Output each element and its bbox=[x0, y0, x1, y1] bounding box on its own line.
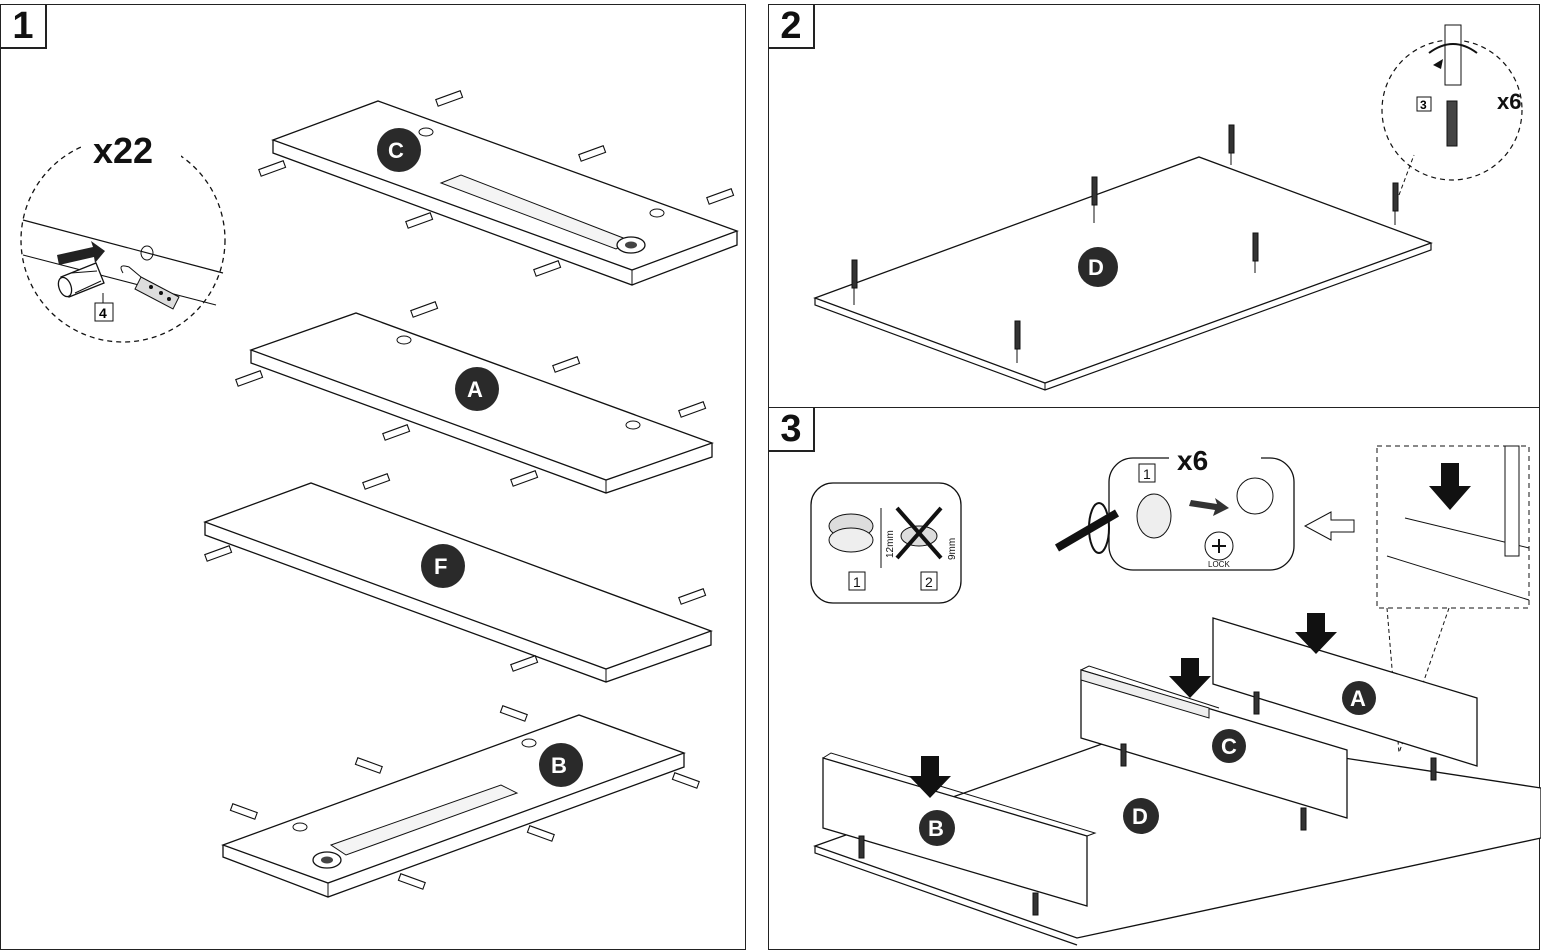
step-2-quantity: x6 bbox=[1497, 89, 1521, 114]
cam-ok-size: 12mm bbox=[885, 530, 896, 558]
board-a: A bbox=[249, 312, 714, 494]
board-d-base: D bbox=[813, 727, 1541, 946]
label-d-base: D bbox=[1132, 804, 1148, 829]
part-number-4: 4 bbox=[99, 305, 107, 321]
step-2-number: 2 bbox=[769, 5, 815, 49]
step-1-number: 1 bbox=[1, 5, 47, 49]
step-1-quantity: x22 bbox=[93, 130, 153, 171]
board-d-top: D bbox=[813, 156, 1433, 391]
step-3-illustration: 12mm 9mm 1 2 x6 1 LOCK bbox=[810, 438, 1541, 946]
label-b-side: B bbox=[928, 816, 944, 841]
step-3-quantity: x6 bbox=[1177, 445, 1208, 476]
step-1-panel: 1 x22 4 bbox=[0, 4, 746, 950]
cam-lock-icon bbox=[1136, 493, 1172, 539]
board-b-side: B bbox=[822, 752, 1097, 907]
label-c: C bbox=[388, 138, 404, 163]
cam-bolt-icon bbox=[1446, 100, 1458, 147]
board-c-rail: C bbox=[1080, 658, 1348, 819]
dowel-icon bbox=[57, 262, 105, 298]
cam-ok-label: 1 bbox=[853, 574, 861, 590]
bolt-detail-circle bbox=[1381, 39, 1523, 181]
screwdriver-icon bbox=[1428, 24, 1478, 86]
bolt-head-icon bbox=[1236, 477, 1274, 515]
board-f: F bbox=[203, 482, 713, 683]
board-c: C bbox=[271, 100, 739, 286]
back-arrow-icon bbox=[1303, 511, 1355, 541]
label-c-rail: C bbox=[1221, 734, 1237, 759]
screwdriver-turn-icon bbox=[1054, 502, 1120, 554]
down-arrow-icon bbox=[1429, 463, 1471, 510]
push-arrow-icon bbox=[57, 241, 105, 265]
step-1-illustration: x22 4 C bbox=[20, 90, 739, 898]
cam-bolts bbox=[851, 124, 1399, 363]
step-3-number: 3 bbox=[769, 408, 815, 452]
dowels bbox=[204, 90, 735, 890]
part-number-3: 3 bbox=[1420, 98, 1427, 112]
insert-arrow-icon bbox=[1189, 498, 1229, 516]
glue-bottle-icon bbox=[120, 265, 180, 310]
step-3-panel: 3 12mm 9mm 1 2 x6 1 bbox=[768, 407, 1541, 950]
board-a-side: A bbox=[1212, 613, 1478, 767]
cam-bad-label: 2 bbox=[925, 574, 933, 590]
part-number-1: 1 bbox=[1143, 466, 1151, 482]
cam-bad-size: 9mm bbox=[947, 538, 958, 560]
cam-bad-icon bbox=[895, 506, 943, 560]
step-2-illustration: D 3 x6 bbox=[813, 24, 1523, 391]
label-f: F bbox=[434, 554, 447, 579]
cam-bolts-step3 bbox=[858, 691, 1437, 916]
board-b: B bbox=[221, 714, 686, 898]
label-a-side: A bbox=[1350, 686, 1366, 711]
label-b: B bbox=[551, 753, 567, 778]
lock-text: LOCK bbox=[1208, 560, 1230, 569]
step-2-panel: 2 D 3 x6 bbox=[768, 4, 1540, 409]
label-d: D bbox=[1088, 255, 1104, 280]
qty-bg bbox=[81, 127, 181, 163]
label-a: A bbox=[467, 377, 483, 402]
cam-ok-icon bbox=[828, 508, 882, 568]
